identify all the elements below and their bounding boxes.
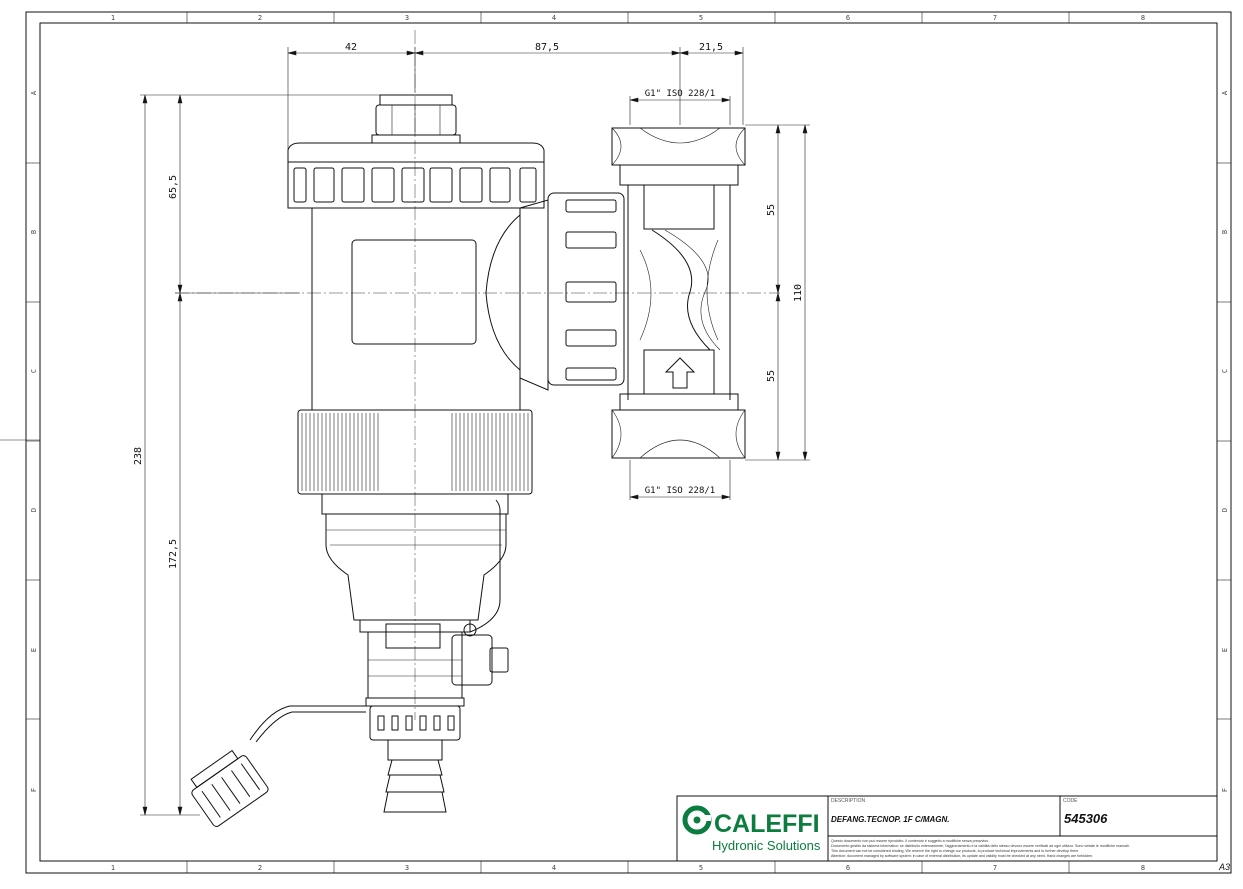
flow-direction-arrow [664, 357, 696, 389]
sheet-format: A3 [1218, 862, 1230, 872]
description-label: DESCRIPTION [831, 798, 866, 804]
row-label-left-b: B [30, 230, 38, 234]
row-label-right-c: C [1221, 369, 1229, 373]
disclaimer-line-1: Questo documento non può essere riprodot… [831, 839, 989, 843]
dim-65-5: 65,5 [168, 175, 179, 199]
separator-body [190, 94, 625, 827]
dim-21-5: 21,5 [699, 42, 723, 53]
col-label-bottom-5: 5 [699, 864, 703, 872]
col-label-bottom-7: 7 [993, 864, 997, 872]
centerlines [175, 30, 780, 720]
col-label-bottom-4: 4 [552, 864, 556, 872]
code-label: CODE [1063, 798, 1078, 804]
dim-238: 238 [133, 447, 144, 465]
disclaimer-line-3: This document can not be considered bind… [831, 849, 1079, 853]
dim-42: 42 [345, 42, 357, 53]
title-block [676, 795, 1218, 862]
zone-dividers [26, 12, 1231, 873]
caleffi-logo [682, 805, 712, 835]
row-label-right-b: B [1221, 230, 1229, 234]
row-label-left-e: E [30, 648, 38, 652]
col-label-top-8: 8 [1141, 14, 1145, 22]
row-label-right-e: E [1221, 648, 1229, 652]
dim-87-5: 87,5 [535, 42, 559, 53]
dim-110: 110 [793, 284, 804, 302]
col-label-bottom-2: 2 [258, 864, 262, 872]
col-label-top-7: 7 [993, 14, 997, 22]
brand-name: CALEFFI [714, 810, 820, 838]
brand-subtitle: Hydronic Solutions [712, 838, 821, 853]
description-value: DEFANG.TECNOP. 1F C/MAGN. [831, 815, 950, 824]
drain-cap [190, 749, 269, 827]
col-label-top-1: 1 [111, 14, 115, 22]
thread-top-label: G1" ISO 228/1 [645, 89, 715, 99]
outer-frame [25, 11, 1232, 874]
col-label-bottom-8: 8 [1141, 864, 1145, 872]
row-label-right-a: A [1221, 90, 1229, 95]
row-label-left-d: D [30, 508, 38, 512]
knurl-lines [301, 413, 529, 491]
row-label-left-c: C [30, 369, 38, 373]
cap-ribs [293, 167, 537, 203]
col-label-top-3: 3 [405, 14, 409, 22]
side-fitting [611, 127, 746, 459]
inner-frame [39, 22, 1218, 862]
col-label-bottom-1: 1 [111, 864, 115, 872]
dim-55-bottom: 55 [766, 370, 777, 382]
row-label-right-d: D [1221, 508, 1229, 512]
disclaimer-line-2: Documento gestito da sistema informatico… [831, 844, 1130, 848]
row-label-left-f: F [30, 788, 38, 792]
dimension-lines [140, 47, 810, 816]
code-value: 545306 [1064, 811, 1108, 826]
inspection-window [351, 239, 477, 345]
col-label-top-2: 2 [258, 14, 262, 22]
row-label-left-a: A [30, 90, 38, 95]
row-label-right-f: F [1221, 788, 1229, 792]
thread-bottom-label: G1" ISO 228/1 [645, 486, 715, 496]
col-label-bottom-6: 6 [846, 864, 850, 872]
col-label-top-4: 4 [552, 14, 556, 22]
dim-172-5: 172,5 [168, 539, 179, 569]
disclaimer-line-4: Attention: document managed by software … [831, 854, 1093, 858]
col-label-top-6: 6 [846, 14, 850, 22]
dim-55-top: 55 [766, 204, 777, 216]
col-label-bottom-3: 3 [405, 864, 409, 872]
col-label-top-5: 5 [699, 14, 703, 22]
